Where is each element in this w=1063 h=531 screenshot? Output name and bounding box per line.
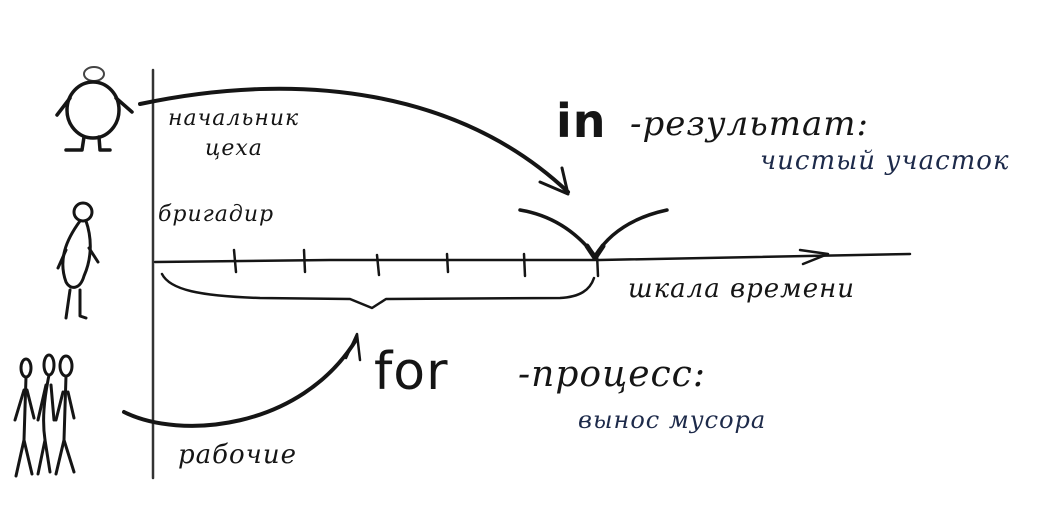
time-brace (160, 272, 596, 310)
result-title: -результат: (630, 104, 870, 144)
result-keyword: in (556, 94, 607, 148)
workers-to-process-arrow (122, 332, 362, 428)
timeline-axis (153, 248, 912, 278)
foreman-figure-icon (56, 201, 100, 320)
boss-figure-icon (55, 66, 134, 152)
boss-label: начальник (168, 106, 300, 131)
result-subtitle: чистый участок (760, 146, 1010, 176)
workers-label: рабочие (178, 440, 297, 470)
process-keyword: for (374, 342, 449, 402)
process-subtitle: вынос мусора (578, 406, 767, 434)
result-mark-icon (518, 208, 669, 261)
timeline-label: шкала времени (628, 274, 855, 304)
foreman-label: бригадир (158, 202, 275, 227)
boss-to-result-arrow (138, 86, 570, 196)
boss-label-line2: цеха (205, 136, 263, 161)
workers-figure-icon (13, 353, 76, 478)
process-title: -процесс: (518, 354, 706, 395)
